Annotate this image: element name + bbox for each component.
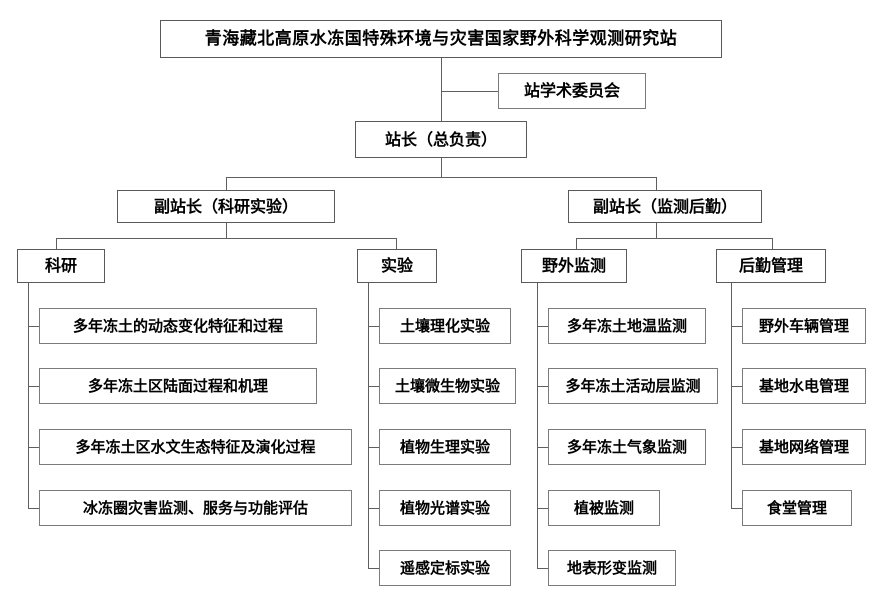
node-dept-research[interactable]: 科研 [17, 249, 105, 283]
leaf-col4-item-1[interactable]: 野外车辆管理 [742, 308, 866, 344]
leaf-col3-item-2[interactable]: 多年冻土活动层监测 [548, 368, 718, 404]
connector-col2-stub-5 [368, 568, 379, 569]
leaf-col4-item-3[interactable]: 基地网络管理 [742, 429, 866, 465]
connector-deputy-right-drop [656, 177, 657, 191]
leaf-col1-item-4[interactable]: 冰冻圈灾害监测、服务与功能评估 [39, 490, 352, 526]
connector-dept-ywjc-drop [576, 238, 577, 250]
connector-col2-stub-2 [368, 386, 379, 387]
connector-col1-stub-3 [28, 447, 39, 448]
leaf-col1-item-1[interactable]: 多年冻土的动态变化特征和过程 [39, 308, 317, 344]
leaf-col4-item-2[interactable]: 基地水电管理 [742, 368, 866, 404]
leaf-col4-item-4[interactable]: 食堂管理 [742, 490, 852, 526]
connector-dept-sy-drop [396, 238, 397, 250]
connector-col4-stub-4 [731, 508, 742, 509]
connector-col2-stub-1 [368, 326, 379, 327]
connector-deputy-bus [226, 177, 656, 178]
node-dept-logistics-mgmt[interactable]: 后勤管理 [716, 249, 826, 283]
leaf-col3-item-4[interactable]: 植被监测 [548, 490, 660, 526]
connector-col3-stub-3 [537, 447, 548, 448]
connector-dept-bus-right [576, 238, 772, 239]
connector-col4-stub-1 [731, 326, 742, 327]
connector-col3-stub-2 [537, 386, 548, 387]
connector-director-down [441, 157, 442, 178]
connector-col3-stub-1 [537, 326, 548, 327]
node-station-title[interactable]: 青海藏北高原水冻国特殊环境与灾害国家野外科学观测研究站 [160, 20, 722, 58]
node-deputy-research[interactable]: 副站长（科研实验） [117, 190, 335, 223]
connector-title-to-committee [441, 91, 498, 92]
connector-col3-spine [537, 283, 538, 568]
node-academic-committee[interactable]: 站学术委员会 [498, 73, 646, 109]
connector-col1-stub-1 [28, 326, 39, 327]
node-deputy-logistics[interactable]: 副站长（监测后勤） [568, 190, 762, 223]
connector-col1-stub-4 [28, 508, 39, 509]
connector-deputy-left-drop [226, 177, 227, 191]
connector-title-to-director [441, 57, 442, 123]
connector-col3-stub-5 [537, 568, 548, 569]
leaf-col2-item-5[interactable]: 遥感定标实验 [379, 550, 511, 586]
leaf-col2-item-2[interactable]: 土壤微生物实验 [379, 368, 516, 404]
connector-col1-spine [28, 283, 29, 508]
connector-deputy1-down [226, 222, 227, 239]
leaf-col1-item-2[interactable]: 多年冻土区陆面过程和机理 [39, 368, 317, 404]
connector-col4-stub-2 [731, 386, 742, 387]
leaf-col3-item-3[interactable]: 多年冻土气象监测 [548, 429, 706, 465]
node-dept-experiment[interactable]: 实验 [357, 249, 437, 283]
connector-dept-bus-left [56, 238, 396, 239]
connector-deputy2-down [656, 222, 657, 239]
connector-dept-kr-drop [56, 238, 57, 250]
leaf-col2-item-4[interactable]: 植物光谱实验 [379, 490, 511, 526]
connector-col4-spine [731, 283, 732, 508]
leaf-col3-item-5[interactable]: 地表形变监测 [548, 550, 676, 586]
leaf-col2-item-1[interactable]: 土壤理化实验 [379, 308, 511, 344]
node-station-director[interactable]: 站长（总负责） [355, 121, 527, 158]
node-dept-field-monitoring[interactable]: 野外监测 [521, 249, 627, 283]
connector-dept-hqgl-drop [772, 238, 773, 250]
connector-col2-spine [368, 283, 369, 568]
leaf-col2-item-3[interactable]: 植物生理实验 [379, 429, 511, 465]
connector-col1-stub-2 [28, 386, 39, 387]
connector-col2-stub-4 [368, 508, 379, 509]
connector-col2-stub-3 [368, 447, 379, 448]
connector-col4-stub-3 [731, 447, 742, 448]
leaf-col3-item-1[interactable]: 多年冻土地温监测 [548, 308, 706, 344]
leaf-col1-item-3[interactable]: 多年冻土区水文生态特征及演化过程 [39, 429, 352, 465]
connector-col3-stub-4 [537, 508, 548, 509]
